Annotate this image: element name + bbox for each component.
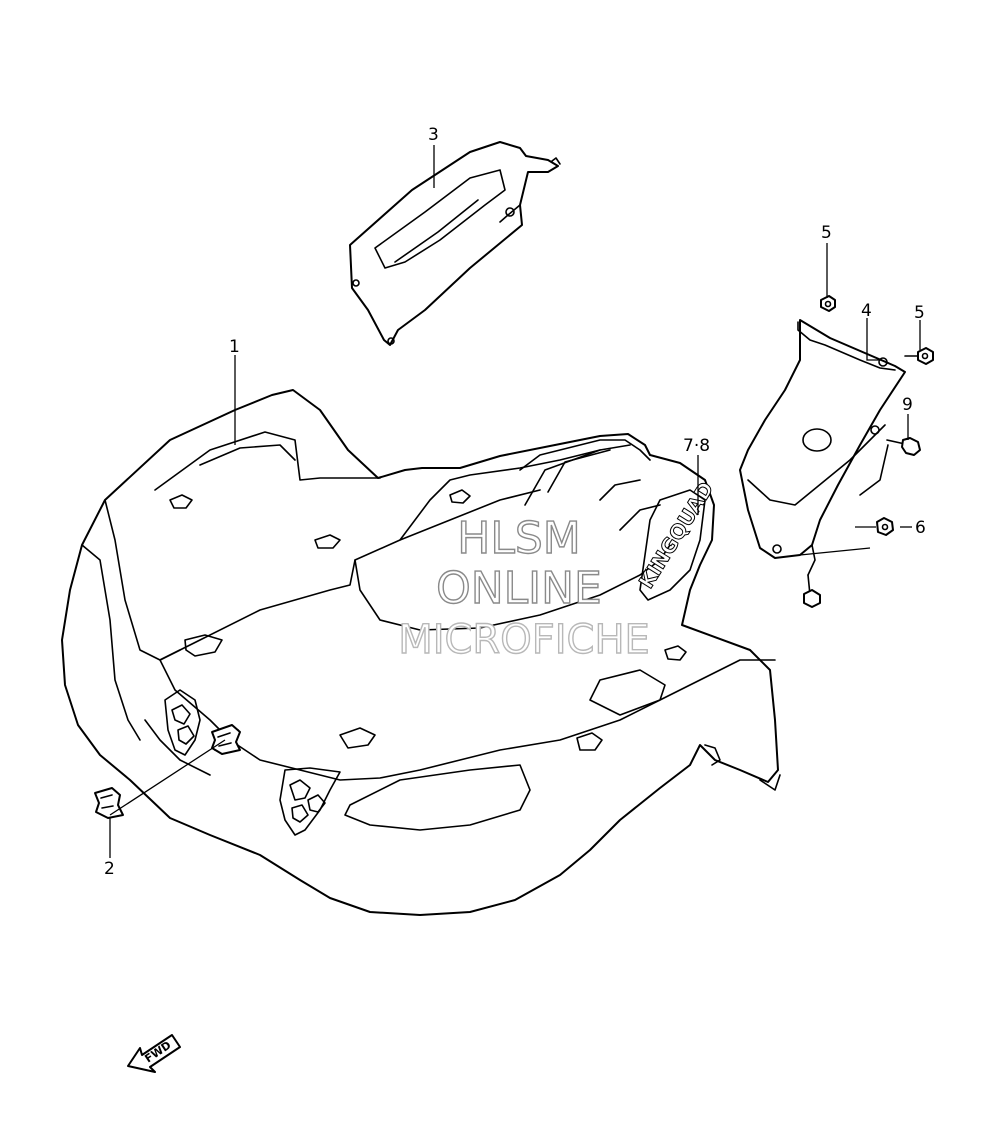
fastener-5-right <box>904 347 934 365</box>
callout-1: 1 <box>229 337 240 357</box>
fastener-9-screw <box>886 437 921 456</box>
callout-9: 9 <box>902 395 913 415</box>
part-3-upper-panel <box>349 141 561 346</box>
callout-3: 3 <box>428 125 439 145</box>
fwd-arrow: FWD <box>127 1034 181 1073</box>
fastener-5-top <box>820 295 836 312</box>
callout-6: 6 <box>915 518 926 538</box>
part-1-front-fender <box>61 389 781 916</box>
watermark-line-2: ONLINE <box>436 563 602 614</box>
watermark-line-1: HLSM <box>457 513 581 564</box>
watermark-line-3: MICROFICHE <box>398 617 650 663</box>
leader-lines <box>109 145 921 858</box>
callout-2: 2 <box>104 859 115 879</box>
fastener-6-bolt <box>876 517 894 536</box>
callout-5-right: 5 <box>914 303 925 323</box>
watermark: HLSM ONLINE MICROFICHE <box>397 512 650 663</box>
callout-7-8: 7·8 <box>683 436 710 456</box>
fastener-lower-clip <box>803 574 821 608</box>
callout-4: 4 <box>861 301 872 321</box>
part-4-side-panel <box>739 319 906 576</box>
callout-5-top: 5 <box>821 223 832 243</box>
callout-labels: 1 3 2 5 4 5 9 6 7·8 <box>104 125 926 879</box>
